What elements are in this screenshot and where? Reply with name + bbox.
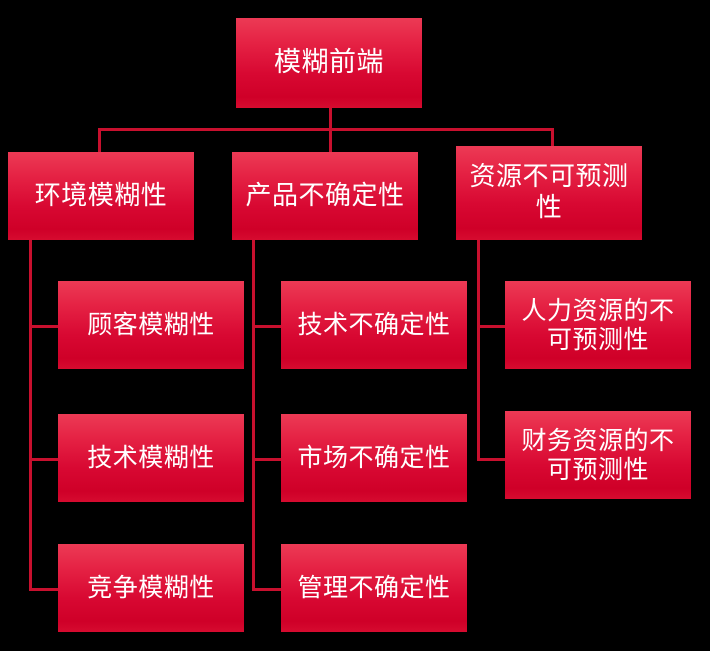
- connector-drop-branch-2: [329, 128, 332, 154]
- connector-arm-branch-1-child-3: [29, 588, 61, 591]
- node-root-label: 模糊前端: [274, 47, 384, 79]
- connector-arm-branch-1-child-1: [29, 325, 61, 328]
- connector-arm-branch-2-child-3: [252, 588, 283, 591]
- node-branch-3-child-1-label: 人力资源的不 可预测性: [521, 295, 675, 355]
- node-branch-2-child-2-label: 市场不确定性: [297, 443, 451, 473]
- node-branch-3[interactable]: 资源不可预测 性: [456, 146, 642, 240]
- node-branch-1-child-3-label: 竞争模糊性: [87, 573, 215, 603]
- node-branch-3-label: 资源不可预测 性: [469, 162, 629, 223]
- node-branch-2-child-3[interactable]: 管理不确定性: [281, 544, 467, 632]
- connector-arm-branch-2-child-1: [252, 325, 283, 328]
- node-branch-2-child-1-label: 技术不确定性: [297, 310, 451, 340]
- connector-arm-branch-1-child-2: [29, 458, 61, 461]
- node-branch-1-child-2-label: 技术模糊性: [87, 443, 215, 473]
- node-branch-1-child-1-label: 顾客模糊性: [87, 310, 215, 340]
- node-branch-1-child-1[interactable]: 顾客模糊性: [58, 281, 244, 369]
- connector-drop-branch-1: [98, 128, 101, 154]
- node-branch-2-child-1[interactable]: 技术不确定性: [281, 281, 467, 369]
- node-branch-1[interactable]: 环境模糊性: [8, 152, 194, 240]
- connector-level2-bus: [98, 128, 554, 131]
- node-branch-3-child-2[interactable]: 财务资源的不 可预测性: [505, 411, 691, 499]
- node-root[interactable]: 模糊前端: [236, 18, 422, 108]
- connector-root-stem: [329, 107, 332, 129]
- connector-trunk-branch-3: [477, 238, 480, 461]
- node-branch-2[interactable]: 产品不确定性: [232, 152, 418, 240]
- node-branch-3-child-1[interactable]: 人力资源的不 可预测性: [505, 281, 691, 369]
- connector-arm-branch-3-child-2: [477, 458, 507, 461]
- connector-arm-branch-3-child-1: [477, 325, 507, 328]
- connector-arm-branch-2-child-2: [252, 458, 283, 461]
- connector-trunk-branch-2: [252, 238, 255, 591]
- node-branch-1-child-2[interactable]: 技术模糊性: [58, 414, 244, 502]
- connector-drop-branch-3: [551, 128, 554, 152]
- connector-trunk-branch-1: [29, 238, 32, 591]
- node-branch-2-child-2[interactable]: 市场不确定性: [281, 414, 467, 502]
- node-branch-3-child-2-label: 财务资源的不 可预测性: [521, 425, 675, 485]
- node-branch-1-label: 环境模糊性: [34, 180, 168, 211]
- node-branch-1-child-3[interactable]: 竞争模糊性: [58, 544, 244, 632]
- node-branch-2-child-3-label: 管理不确定性: [297, 573, 451, 603]
- node-branch-2-label: 产品不确定性: [245, 180, 405, 211]
